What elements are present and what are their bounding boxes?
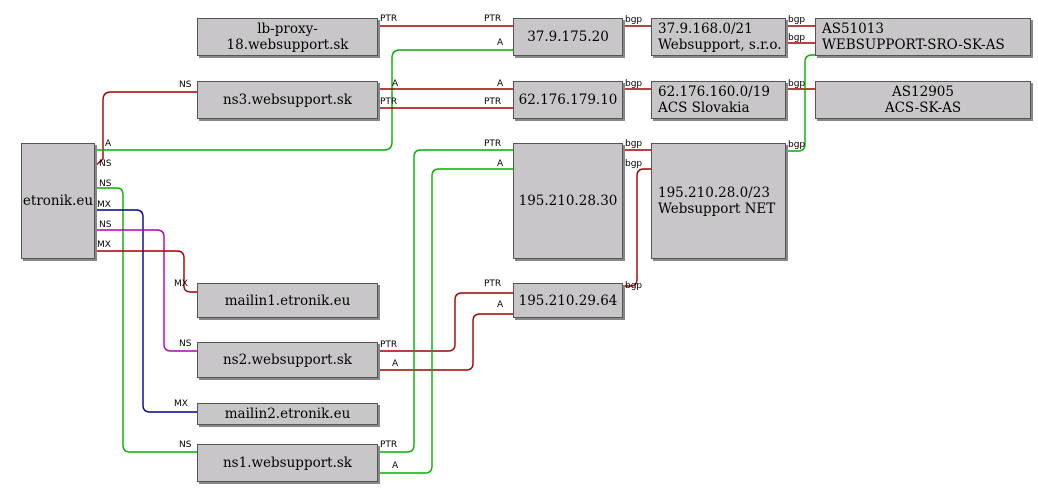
- edge-etronik-mailin1: [95, 250, 197, 293]
- edge-label-a: A: [497, 300, 504, 310]
- as-name: ACS-SK-AS: [884, 100, 962, 116]
- edge-label-bgp: bgp: [625, 159, 643, 169]
- node-mailin1[interactable]: mailin1.etronik.eu: [197, 283, 378, 318]
- node-ip-62-176-179-10[interactable]: 62.176.179.10: [513, 81, 623, 119]
- node-ip-195-210-29-64[interactable]: 195.210.29.64: [513, 283, 623, 318]
- net-owner: Websupport, s.r.o.: [658, 37, 782, 53]
- node-net-62-176-160-0[interactable]: 62.176.160.0/19 ACS Slovakia: [651, 81, 786, 119]
- edge-label-ns: NS: [179, 80, 192, 90]
- net-owner: ACS Slovakia: [658, 100, 750, 116]
- edge-etronik-ns2: [95, 229, 197, 352]
- edge-label-ptr: PTR: [484, 279, 502, 289]
- edge-label-bgp: bgp: [788, 140, 806, 150]
- edge-label-a: A: [497, 159, 504, 169]
- edge-label-bgp: bgp: [788, 33, 806, 43]
- node-as51013[interactable]: AS51013 WEBSUPPORT-SRO-SK-AS: [815, 18, 1031, 56]
- node-ns2[interactable]: ns2.websupport.sk: [197, 342, 378, 378]
- edge-ns1-a: [378, 168, 513, 474]
- node-etronik[interactable]: etronik.eu: [21, 143, 95, 259]
- edge-label-a: A: [392, 461, 399, 471]
- edge-etronik-mailin2: [95, 209, 197, 413]
- edge-bgp-195-64: [623, 168, 651, 287]
- edge-label-mx: MX: [174, 279, 188, 289]
- node-mailin2[interactable]: mailin2.etronik.eu: [197, 403, 378, 425]
- edge-label-a: A: [497, 79, 504, 89]
- edge-bgp-net195-as: [786, 54, 815, 152]
- net-owner: Websupport NET: [658, 201, 776, 217]
- node-as12905[interactable]: AS12905 ACS-SK-AS: [815, 81, 1031, 119]
- edge-ns2-a: [378, 313, 513, 371]
- edge-label-ptr: PTR: [380, 440, 398, 450]
- edge-label-a: A: [392, 359, 399, 369]
- edge-ns1-ptr: [378, 149, 513, 453]
- edge-label-bgp: bgp: [788, 79, 806, 89]
- edge-label-ns: NS: [99, 179, 112, 189]
- edge-label-ns: NS: [99, 159, 112, 169]
- net-prefix: 195.210.28.0/23: [658, 185, 770, 201]
- edge-label-ptr: PTR: [484, 139, 502, 149]
- edge-etronik-ns3: [94, 91, 197, 167]
- edge-label-bgp: bgp: [788, 15, 806, 25]
- edge-label-mx: MX: [97, 240, 111, 250]
- edge-ns3-a-etronik: [95, 49, 513, 151]
- edge-label-a: A: [392, 79, 399, 89]
- as-number: AS12905: [892, 84, 954, 100]
- node-net-37-9-168-0[interactable]: 37.9.168.0/21 Websupport, s.r.o.: [651, 18, 786, 56]
- as-number: AS51013: [822, 21, 884, 37]
- edge-label-mx: MX: [97, 200, 111, 210]
- net-prefix: 37.9.168.0/21: [658, 21, 753, 37]
- edge-label-ns: NS: [179, 440, 192, 450]
- edge-label-bgp: bgp: [625, 139, 643, 149]
- node-lb-proxy[interactable]: lb-proxy-18.websupport.sk: [197, 18, 378, 56]
- edge-label-ptr: PTR: [380, 97, 398, 107]
- edge-ns2-ptr: [378, 292, 513, 352]
- node-ip-195-210-28-30[interactable]: 195.210.28.30: [513, 143, 623, 259]
- as-name: WEBSUPPORT-SRO-SK-AS: [822, 37, 1005, 53]
- node-ns1[interactable]: ns1.websupport.sk: [197, 444, 378, 482]
- node-ns3[interactable]: ns3.websupport.sk: [197, 81, 378, 119]
- edge-label-a: A: [497, 38, 504, 48]
- edge-label-bgp: bgp: [625, 15, 643, 25]
- edge-label-ptr: PTR: [484, 14, 502, 24]
- edge-label-ptr: PTR: [380, 340, 398, 350]
- edge-label-a: A: [105, 139, 112, 149]
- edge-label-ns: NS: [179, 339, 192, 349]
- edge-label-ptr: PTR: [484, 97, 502, 107]
- edge-label-mx: MX: [174, 399, 188, 409]
- edge-label-ns: NS: [99, 220, 112, 230]
- net-prefix: 62.176.160.0/19: [658, 84, 770, 100]
- node-ip-37-9-175-20[interactable]: 37.9.175.20: [513, 18, 623, 56]
- edge-etronik-ns1: [95, 187, 197, 453]
- edge-label-ptr: PTR: [380, 14, 398, 24]
- node-net-195-210-28-0[interactable]: 195.210.28.0/23 Websupport NET: [651, 143, 786, 259]
- edge-label-bgp: bgp: [625, 281, 643, 291]
- edge-label-bgp: bgp: [625, 79, 643, 89]
